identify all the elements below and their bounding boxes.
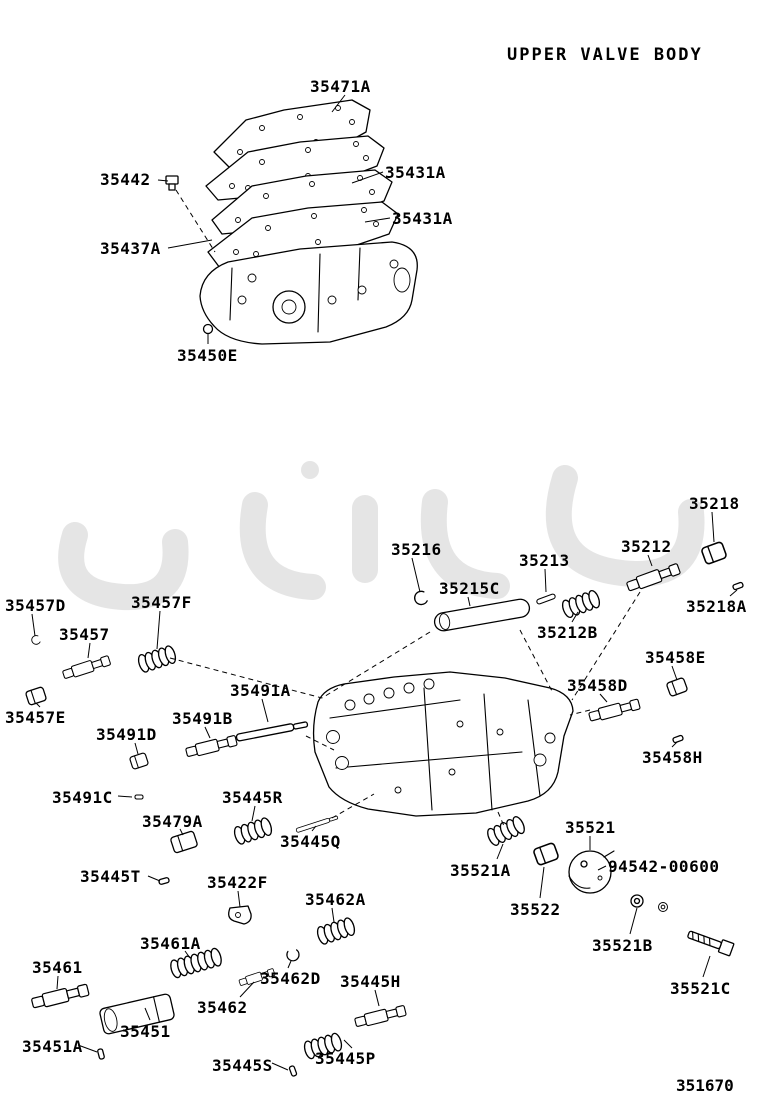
part-35457-valve <box>61 654 112 681</box>
part-35458E-plug <box>665 676 689 698</box>
part-35445Q-pin <box>295 814 339 834</box>
part-label-35521B: 35521B <box>592 936 653 955</box>
part-label-35422F: 35422F <box>207 873 268 892</box>
part-label-35461: 35461 <box>32 958 83 977</box>
part-label-35216: 35216 <box>391 540 442 559</box>
part-35458H-pin <box>671 734 685 744</box>
part-35457E-plug <box>24 685 48 707</box>
part-label-35458H: 35458H <box>642 748 703 767</box>
part-35457D-clip <box>30 634 41 647</box>
part-label-35431A-2: 35431A <box>392 209 453 228</box>
part-35458D-valve <box>587 697 642 724</box>
part-35445S-pin <box>288 1064 298 1078</box>
part-35445R-spring <box>231 816 275 846</box>
part-label-35212B: 35212B <box>537 623 598 642</box>
part-35491A-pin <box>235 720 309 742</box>
gasket-upper-holes <box>229 141 369 191</box>
part-label-35491C: 35491C <box>52 788 113 807</box>
part-label-35479A: 35479A <box>142 812 203 831</box>
part-35462A-spring <box>314 916 358 946</box>
part-label-35442: 35442 <box>100 170 151 189</box>
part-label-35522: 35522 <box>510 900 561 919</box>
part-label-35457: 35457 <box>59 625 110 644</box>
detached-parts <box>24 540 745 1078</box>
part-35461-valve <box>30 982 91 1011</box>
part-35445H-valve <box>353 1003 408 1029</box>
part-label-35451A: 35451A <box>22 1037 83 1056</box>
part-label-35491A: 35491A <box>230 681 291 700</box>
part-35213-pin <box>535 592 557 606</box>
part-label-35437A: 35437A <box>100 239 161 258</box>
diagram-title: UPPER VALVE BODY <box>507 45 703 65</box>
part-label-35218A: 35218A <box>686 597 747 616</box>
part-label-35521C: 35521C <box>670 979 731 998</box>
part-35479A-sleeve <box>169 830 199 854</box>
part-35462D-clip <box>285 949 301 963</box>
part-label-35445Q: 35445Q <box>280 832 341 851</box>
part-label-35215C: 35215C <box>439 579 500 598</box>
part-label-35445T: 35445T <box>80 867 141 886</box>
part-35451A-pin <box>96 1047 106 1061</box>
part-35457F-spring <box>135 644 179 674</box>
part-label-35457F: 35457F <box>131 593 192 612</box>
part-35522-plunger <box>532 841 560 867</box>
part-35216-clip <box>412 589 429 608</box>
part-label-35457E: 35457E <box>5 708 66 727</box>
part-35521C-bolt <box>685 927 735 957</box>
part-35445T-pin <box>157 876 171 886</box>
part-label-35458D: 35458D <box>567 676 628 695</box>
part-label-35457D: 35457D <box>5 596 66 615</box>
diagram-code: 351670 <box>676 1076 734 1095</box>
part-label-35212: 35212 <box>621 537 672 556</box>
watermark-logo <box>58 461 705 611</box>
part-label-35451: 35451 <box>120 1022 171 1041</box>
part-label-35491B: 35491B <box>172 709 233 728</box>
part-label-35462A: 35462A <box>305 890 366 909</box>
part-35521A-spring <box>484 814 528 848</box>
part-label-35491D: 35491D <box>96 725 157 744</box>
part-35491B-valve <box>184 733 239 759</box>
assembly-axis-lines <box>169 189 641 827</box>
part-label-35521: 35521 <box>565 818 616 837</box>
part-label-35471A: 35471A <box>310 77 371 96</box>
part-35491C-pin <box>134 794 144 800</box>
part-label-35450E: 35450E <box>177 346 238 365</box>
part-35218-plug <box>700 540 728 566</box>
plate-35437A-holes <box>233 207 379 257</box>
part-label-35445H: 35445H <box>340 972 401 991</box>
part-35422F-retainer <box>228 905 252 925</box>
part-label-35462D: 35462D <box>260 969 321 988</box>
part-label-35445S: 35445S <box>212 1056 273 1075</box>
part-35218A-pin <box>731 581 745 591</box>
valve-body-casting-top <box>199 241 418 345</box>
part-label-35218: 35218 <box>689 494 740 513</box>
main-valve-body <box>312 671 574 817</box>
leader-lines <box>31 94 738 1071</box>
part-35491D-plug <box>128 751 150 771</box>
part-label-35445R: 35445R <box>222 788 283 807</box>
bolt-35442 <box>165 175 179 191</box>
part-label-35462: 35462 <box>197 998 248 1017</box>
part-label-35458E: 35458E <box>645 648 706 667</box>
part-label-35461A: 35461A <box>140 934 201 953</box>
part-35521B-washer-small <box>658 902 668 912</box>
part-label-35445P: 35445P <box>315 1049 376 1068</box>
ball-35450E <box>202 323 214 335</box>
part-label-35431A-1: 35431A <box>385 163 446 182</box>
part-label-35213: 35213 <box>519 551 570 570</box>
part-35215C-sleeve <box>432 597 532 633</box>
part-label-94542-00600: 94542-00600 <box>608 857 720 876</box>
upper-plate-stack <box>165 99 418 345</box>
part-35521B-washer <box>630 894 644 908</box>
part-35521-solenoid <box>568 850 615 894</box>
part-35212B-spring <box>559 588 603 620</box>
part-label-35521A: 35521A <box>450 861 511 880</box>
